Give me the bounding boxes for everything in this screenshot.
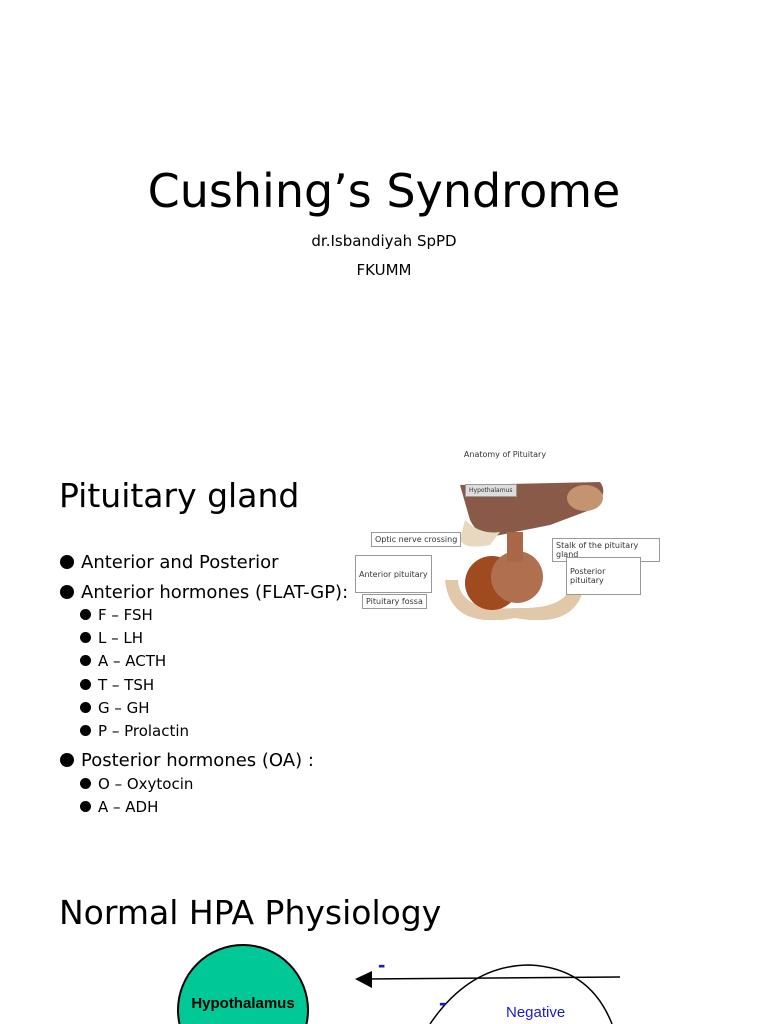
bullet-item: O – Oxytocin (80, 775, 193, 793)
pituitary-anatomy-figure: Anatomy of Pituitary Hypothalamus Optic … (350, 440, 660, 620)
label-optic-nerve: Optic nerve crossing (371, 532, 462, 547)
pituitary-title: Pituitary gland (59, 476, 300, 515)
minus-sign: - (439, 990, 447, 1015)
arrow-head-icon (355, 971, 372, 988)
author: dr.Isbandiyah SpPD (311, 232, 457, 250)
bullet-item: G – GH (80, 699, 150, 717)
bullet-item: A – ACTH (80, 652, 166, 670)
hypothalamus-node (177, 944, 309, 1024)
hypothalamus-label: Hypothalamus (191, 995, 295, 1012)
minus-sign: - (378, 952, 386, 977)
negative-feedback-label: Negative (506, 1004, 566, 1021)
bullet-item: F – FSH (80, 606, 153, 624)
bullet-item: Anterior and Posterior (60, 552, 279, 573)
bullet-item: L – LH (80, 629, 143, 647)
bullet-item: Anterior hormones (FLAT-GP): (60, 582, 348, 603)
hpa-title: Normal HPA Physiology (59, 893, 442, 932)
bullet-item: A – ADH (80, 798, 158, 816)
figure-title: Anatomy of Pituitary (463, 450, 547, 459)
label-pituitary-fossa: Pituitary fossa (362, 594, 427, 609)
label-anterior-pituitary: Anterior pituitary (355, 555, 432, 593)
institution: FKUMM (356, 261, 412, 279)
feedback-line (364, 976, 621, 980)
slide-title: Cushing’s Syndrome (147, 164, 621, 218)
hpa-diagram (177, 944, 621, 1024)
bullet-item: P – Prolactin (80, 722, 189, 740)
label-posterior-pituitary: Posterior pituitary (566, 557, 641, 595)
bullet-item: T – TSH (80, 676, 154, 694)
bullet-item: Posterior hormones (OA) : (60, 750, 314, 771)
label-hypothalamus: Hypothalamus (465, 484, 517, 497)
pituitary-illustration (445, 482, 604, 620)
feedback-curve (429, 964, 613, 1024)
